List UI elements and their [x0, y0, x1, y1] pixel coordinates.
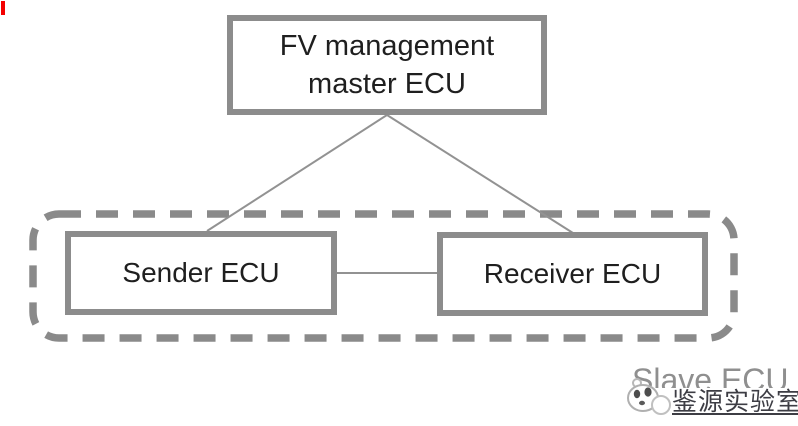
- watermark-text: 鉴源实验室: [672, 388, 798, 416]
- connector-master-receiver: [386, 114, 574, 234]
- watermark: 鉴源实验室: [612, 378, 798, 426]
- receiver-ecu-box: Receiver ECU: [437, 232, 708, 316]
- sender-ecu-label: Sender ECU: [122, 257, 280, 288]
- master-ecu-box: FV management master ECU: [227, 15, 547, 115]
- slave-group-outline: [29, 210, 738, 342]
- master-ecu-label-line2: master ECU: [308, 68, 466, 100]
- master-ecu-label-line1: FV management: [279, 30, 495, 62]
- connector-master-sender: [206, 114, 388, 232]
- sender-ecu-box: Sender ECU: [65, 231, 337, 315]
- red-cursor-artifact: [1, 1, 5, 15]
- receiver-ecu-label: Receiver ECU: [483, 258, 662, 289]
- mascot-logo-icon: [627, 378, 671, 415]
